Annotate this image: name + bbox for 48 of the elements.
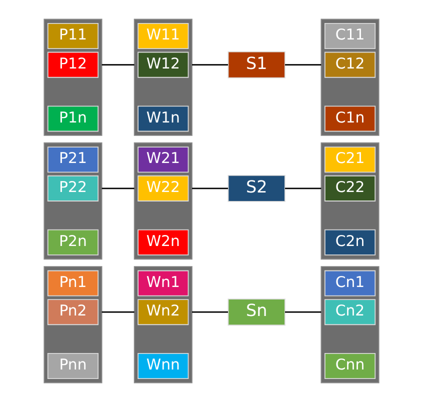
node-box: C2n	[324, 229, 376, 256]
node-box: W1n	[137, 106, 188, 132]
connector	[284, 64, 321, 66]
cluster	[43, 266, 102, 384]
node-box: C22	[324, 175, 376, 202]
node-box: Pnn	[46, 353, 98, 380]
cluster	[320, 266, 379, 384]
node-box: P21	[46, 146, 98, 173]
cluster	[43, 142, 102, 260]
node-box: W21	[137, 146, 188, 173]
node-box: Cn1	[324, 270, 376, 296]
cluster	[133, 142, 192, 260]
node-box: S1	[227, 51, 285, 78]
cluster	[133, 266, 192, 384]
node-box: W2n	[137, 229, 188, 256]
node-box: C11	[324, 22, 376, 49]
connector	[101, 64, 134, 66]
node-box: C21	[324, 146, 376, 173]
connector	[191, 188, 228, 190]
node-box: Wnn	[137, 353, 188, 380]
node-box: S2	[227, 174, 285, 202]
connector	[191, 64, 228, 66]
node-box: W11	[137, 22, 188, 49]
node-box: Pn1	[46, 270, 98, 296]
connector	[101, 311, 134, 313]
node-box: Wn1	[137, 270, 188, 296]
node-box: Pn2	[46, 299, 98, 326]
node-box: W22	[137, 175, 188, 202]
connector	[284, 311, 321, 313]
node-box: W12	[137, 52, 188, 78]
node-box: P2n	[46, 229, 98, 256]
connector	[191, 311, 228, 313]
node-box: C1n	[324, 106, 376, 132]
node-box: P1n	[46, 106, 98, 132]
node-box: P11	[46, 22, 98, 49]
node-box: P12	[46, 52, 98, 78]
node-box: Cn2	[324, 299, 376, 326]
cluster	[320, 142, 379, 260]
node-box: C12	[324, 52, 376, 78]
node-box: Sn	[227, 298, 285, 326]
cluster	[43, 18, 102, 136]
connector	[101, 188, 134, 190]
node-box: P22	[46, 175, 98, 202]
node-box: Cnn	[324, 353, 376, 380]
node-box: Wn2	[137, 299, 188, 326]
connector	[284, 188, 321, 190]
cluster	[320, 18, 379, 136]
cluster	[133, 18, 192, 136]
